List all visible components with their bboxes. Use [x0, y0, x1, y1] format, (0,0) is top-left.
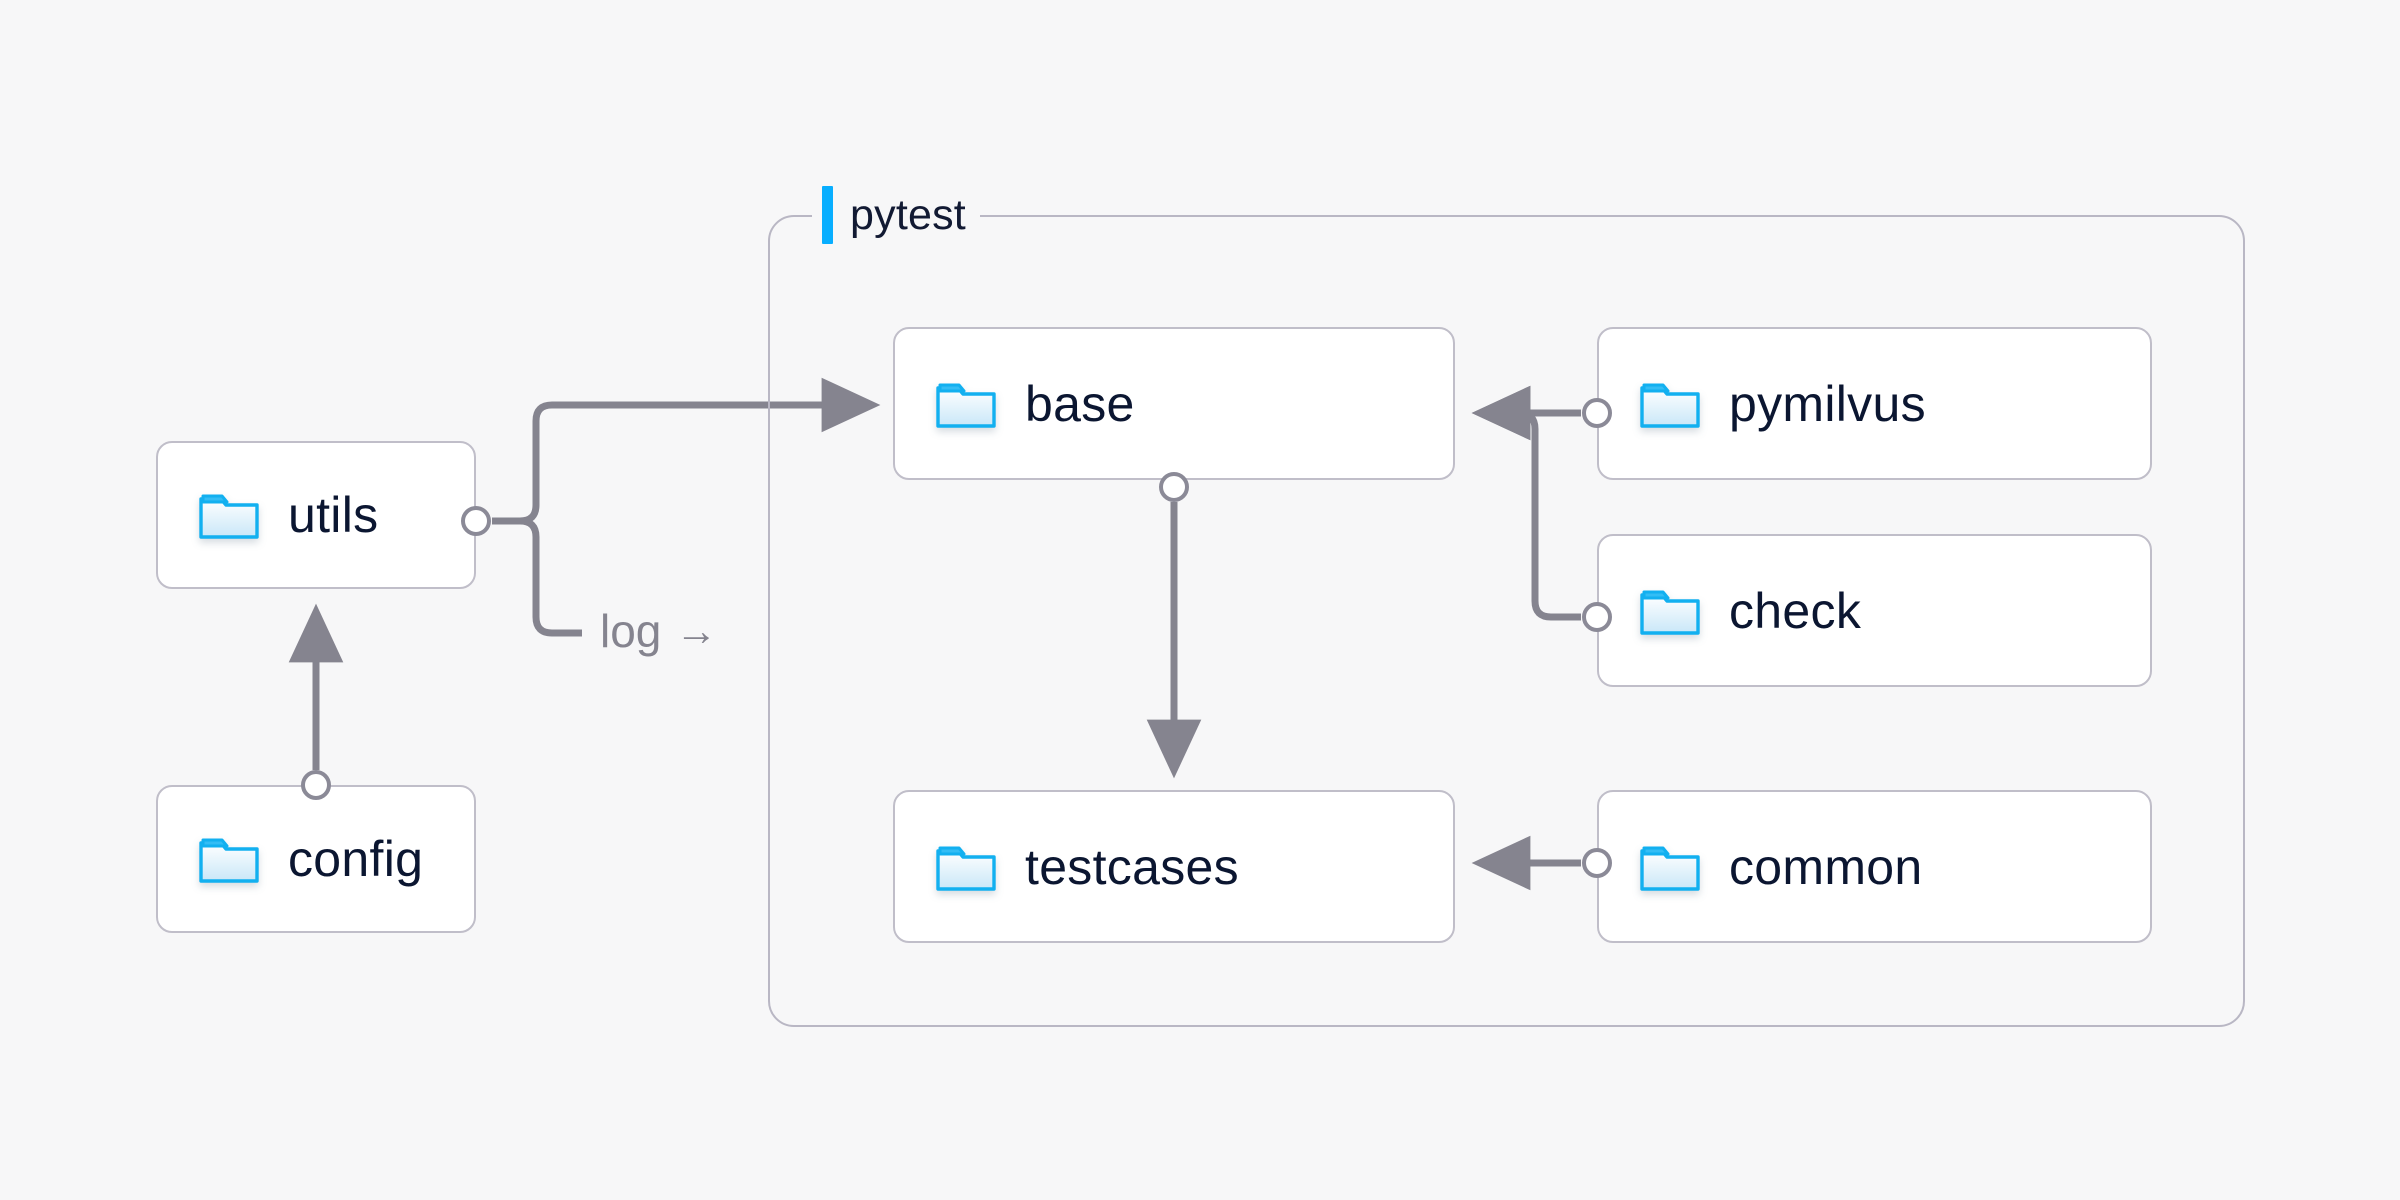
- folder-icon: [198, 834, 260, 884]
- node-utils[interactable]: utils: [156, 441, 476, 589]
- node-label: check: [1729, 582, 1862, 639]
- node-check[interactable]: check: [1597, 534, 2152, 687]
- base-bottom-port[interactable]: [1159, 472, 1189, 502]
- node-pymilvus[interactable]: pymilvus: [1597, 327, 2152, 480]
- folder-icon: [1639, 842, 1701, 892]
- node-testcases[interactable]: testcases: [893, 790, 1455, 943]
- folder-icon: [1639, 586, 1701, 636]
- edge-label-log: log →: [600, 608, 717, 654]
- edge-label-text: log: [600, 605, 662, 657]
- group-label-pytest: pytest: [812, 183, 980, 247]
- node-base[interactable]: base: [893, 327, 1455, 480]
- arrow-right-icon: →: [675, 607, 718, 654]
- node-label: base: [1025, 375, 1135, 432]
- group-container-pytest[interactable]: [768, 215, 2245, 1027]
- folder-icon: [1639, 379, 1701, 429]
- node-label: utils: [288, 487, 379, 543]
- node-label: pymilvus: [1729, 375, 1926, 432]
- node-label: testcases: [1025, 838, 1239, 895]
- group-title: pytest: [850, 190, 966, 239]
- check-left-port[interactable]: [1582, 602, 1612, 632]
- config-top-port[interactable]: [301, 770, 331, 800]
- node-common[interactable]: common: [1597, 790, 2152, 943]
- folder-icon: [935, 379, 997, 429]
- folder-icon: [198, 490, 260, 540]
- edge-utils-to-log: [492, 517, 582, 637]
- pymilvus-left-port[interactable]: [1582, 398, 1612, 428]
- folder-icon: [935, 842, 997, 892]
- node-config[interactable]: config: [156, 785, 476, 933]
- utils-right-port[interactable]: [461, 506, 491, 536]
- node-label: common: [1729, 838, 1923, 895]
- accent-bar-icon: [822, 186, 833, 244]
- node-label: config: [288, 831, 424, 887]
- common-left-port[interactable]: [1582, 848, 1612, 878]
